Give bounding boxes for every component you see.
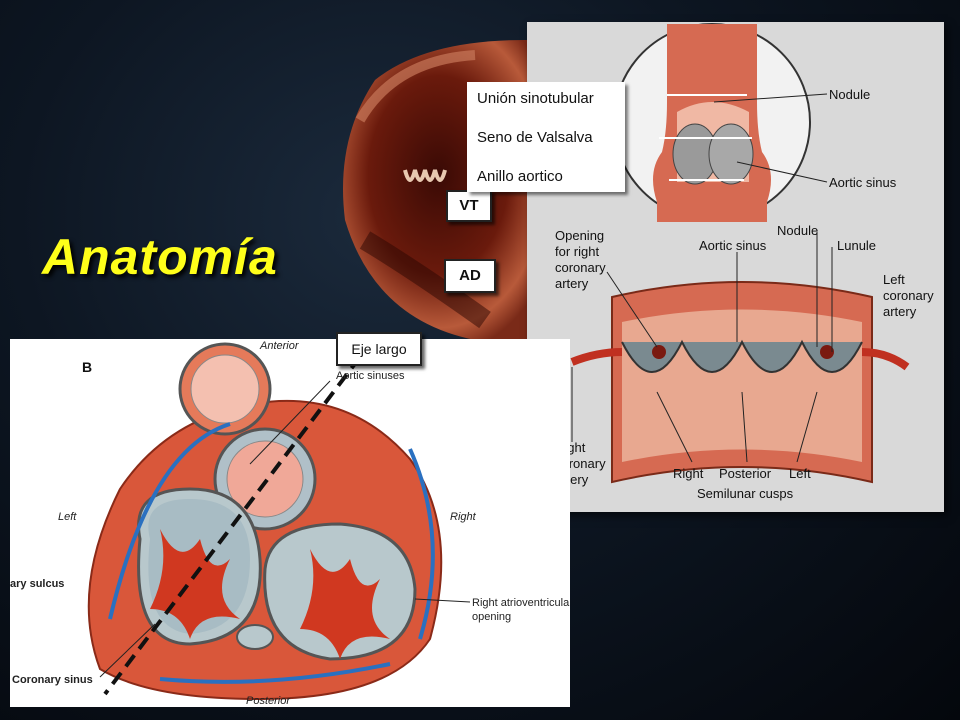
tag-anillo: Anillo aortico [477,168,563,185]
label-aortic-sinus: Aortic sinus [699,238,767,253]
label-nodule-top: Nodule [829,87,870,102]
label-cusp-right: Right [673,466,704,481]
tag-valsalva: Seno de Valsalva [477,129,593,146]
aortic-valve-diagram: Nodule Aortic sinus Opening for right co… [527,22,944,512]
label-sulcus: ary sulcus [10,578,64,590]
tag-ad: AD [444,259,496,293]
label-semilunar: Semilunar cusps [697,486,794,501]
label-anterior: Anterior [259,340,300,352]
label-nodule: Nodule [777,223,818,238]
label-rav-opening: Right atrioventricula opening [472,597,570,623]
tag-vt: VT [446,190,492,222]
label-aortic-sinus-top: Aortic sinus [829,175,897,190]
panel-letter: B [82,359,92,375]
tag-eje-largo: Eje largo [336,332,422,366]
label-cusp-posterior: Posterior [719,466,772,481]
tag-sinotubular: Unión sinotubular [477,90,594,107]
heart-base-diagram: B Anterior Aortic sinuses Left Right ary… [10,339,570,707]
label-lunule: Lunule [837,238,876,253]
label-left: Left [58,511,77,523]
label-aortic-sinuses: Aortic sinuses [336,370,405,382]
aortic-root-labels: Unión sinotubular Seno de Valsalva Anill… [467,82,625,192]
label-posterior: Posterior [246,695,291,707]
label-opening: Opening for right coronary artery [555,228,609,291]
label-cusp-left: Left [789,466,811,481]
label-right: Right [450,511,477,523]
label-left-coronary: Left coronary artery [883,272,937,319]
slide-title: Anatomía [42,229,278,285]
label-coronary-sinus: Coronary sinus [12,674,93,686]
